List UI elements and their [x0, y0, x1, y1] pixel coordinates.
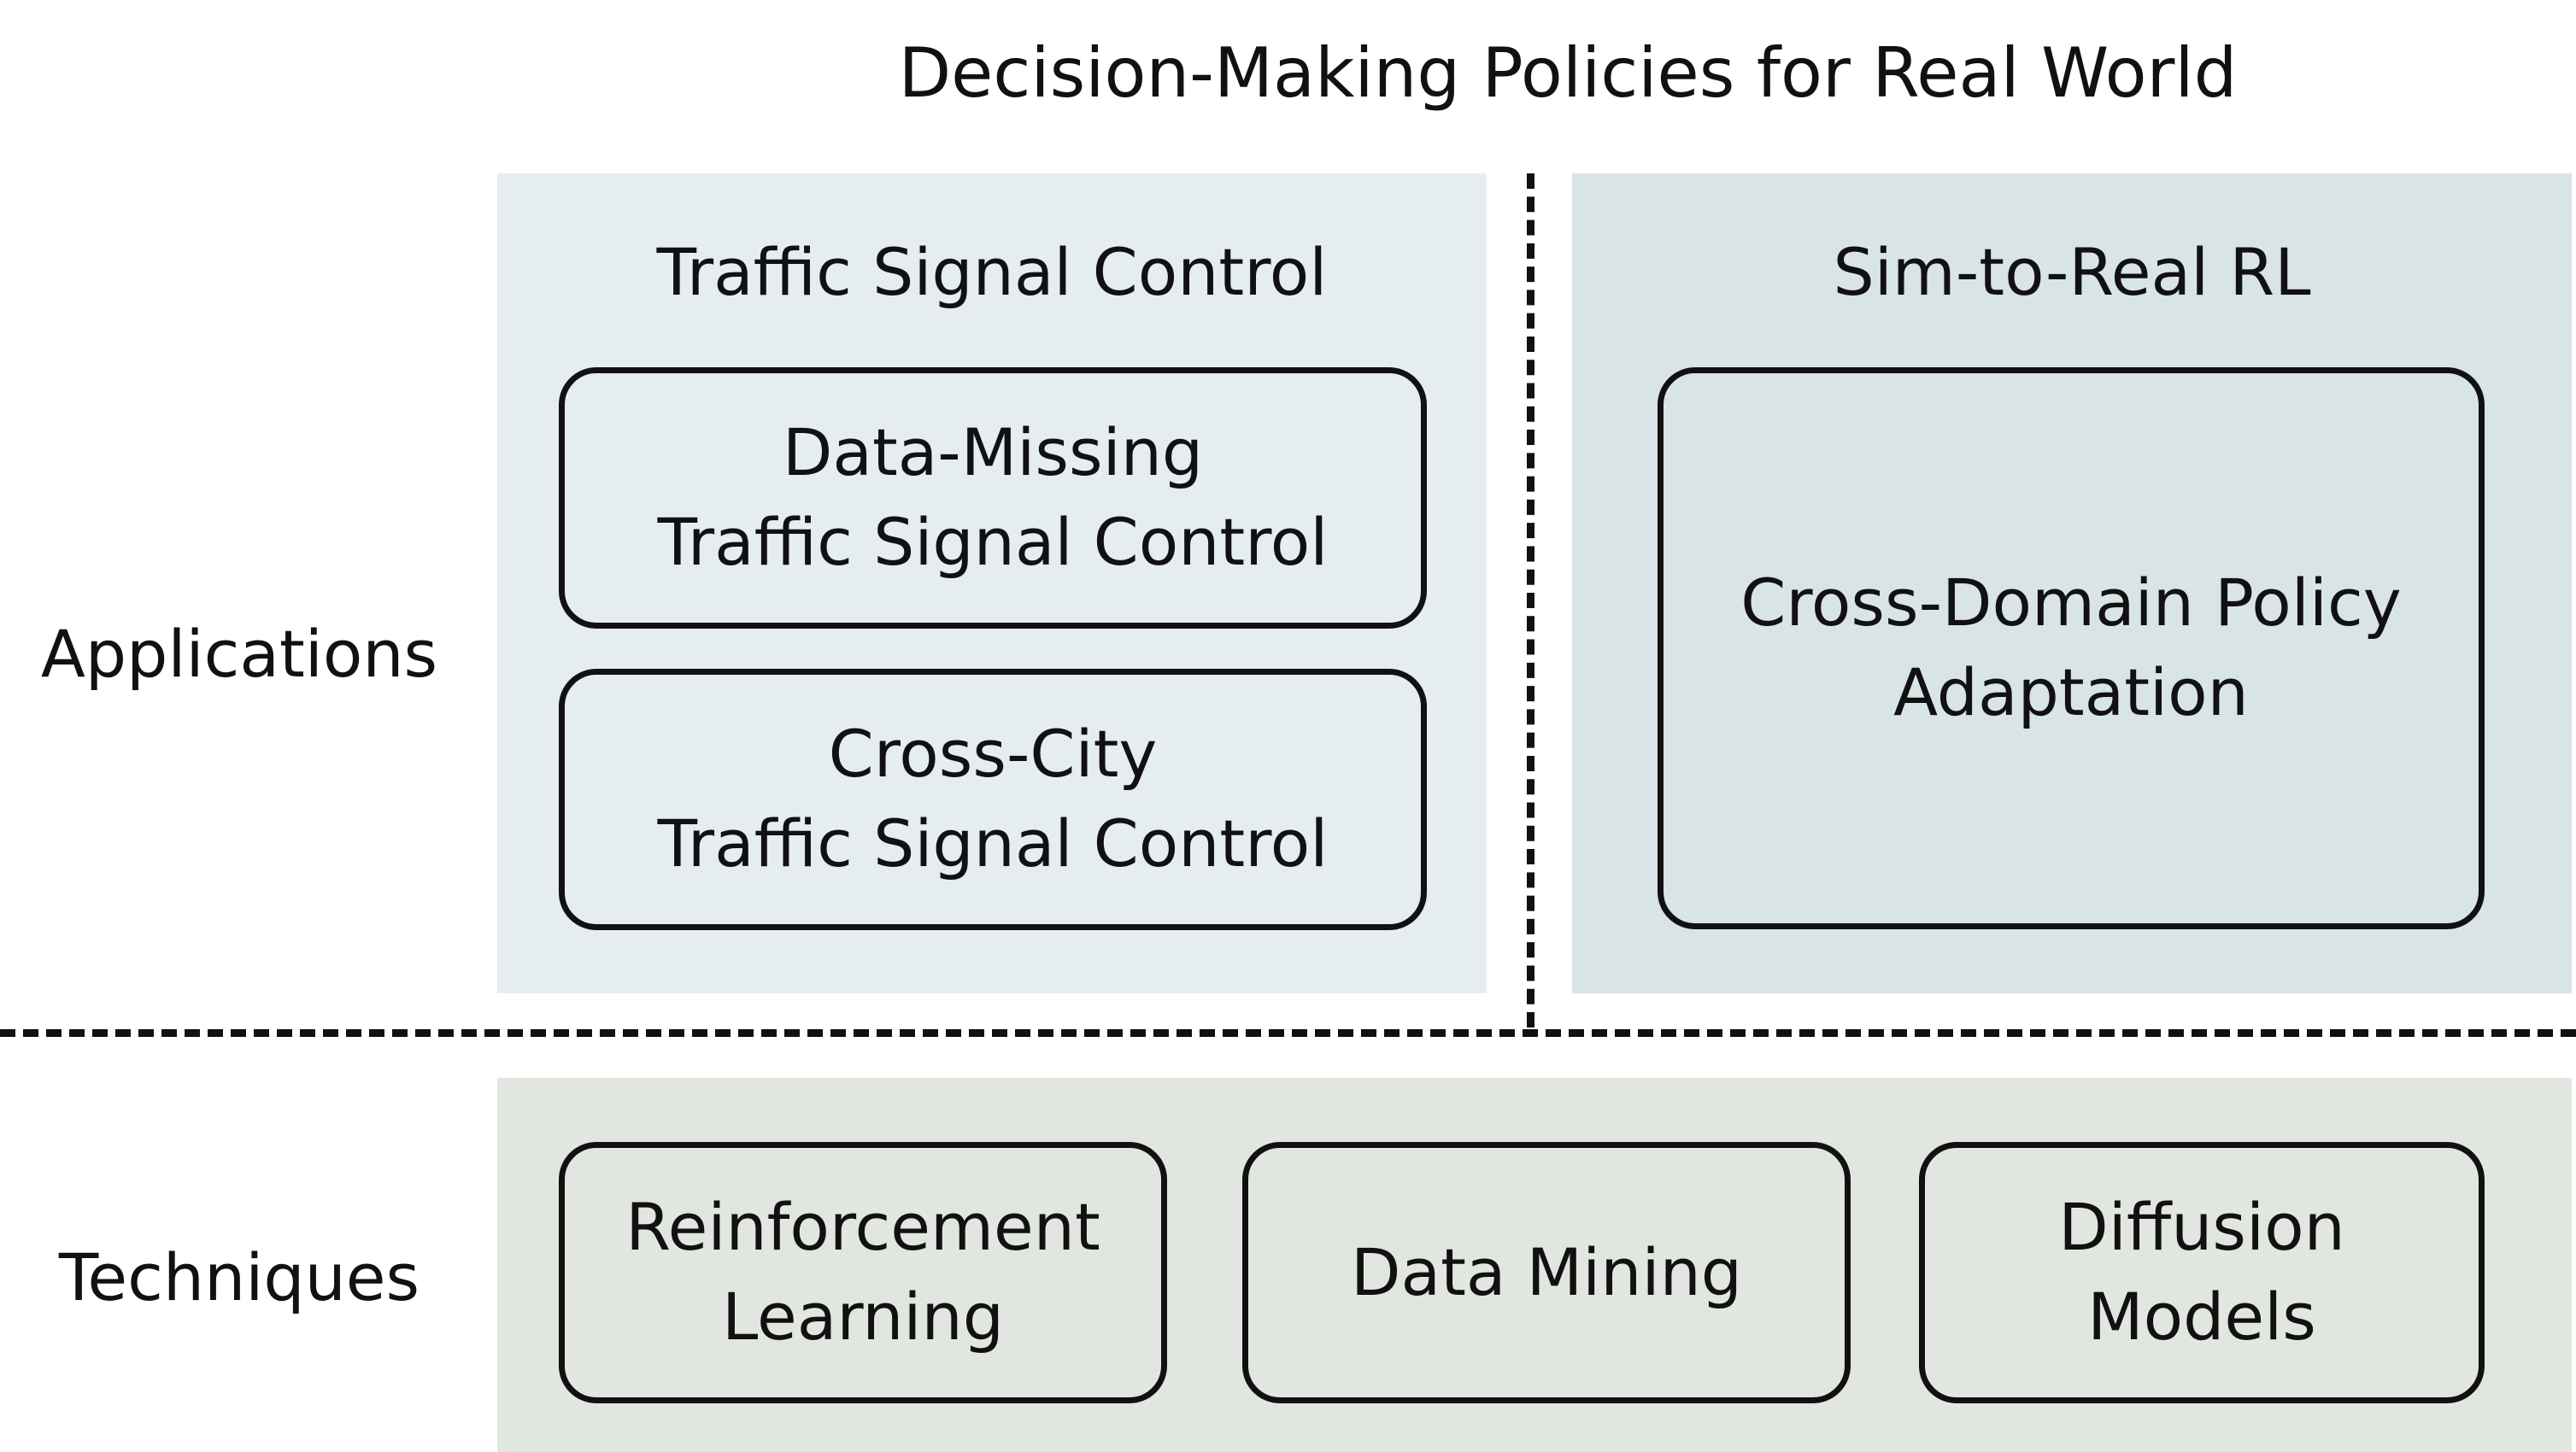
vertical-dashed-divider: [1527, 173, 1534, 1028]
cross-city-tsc-box: Cross-City Traffic Signal Control: [559, 669, 1427, 930]
data-missing-tsc-box: Data-Missing Traffic Signal Control: [559, 367, 1427, 629]
cross-domain-policy-adaptation-box: Cross-Domain Policy Adaptation: [1658, 367, 2485, 929]
traffic-signal-control-panel: [497, 173, 1487, 993]
techniques-label: Techniques: [58, 1238, 420, 1315]
data-mining-box: Data Mining: [1242, 1142, 1851, 1403]
traffic-signal-control-title: Traffic Signal Control: [656, 233, 1328, 310]
applications-label: Applications: [40, 615, 438, 692]
diagram-title: Decision-Making Policies for Real World: [898, 32, 2238, 113]
sim-to-real-title: Sim-to-Real RL: [1833, 233, 2311, 310]
diffusion-models-box: Diffusion Models: [1919, 1142, 2485, 1403]
sim-to-real-panel: [1572, 173, 2572, 993]
reinforcement-learning-box: Reinforcement Learning: [559, 1142, 1167, 1403]
techniques-panel: [497, 1078, 2572, 1452]
horizontal-dashed-divider: [0, 1029, 2576, 1037]
